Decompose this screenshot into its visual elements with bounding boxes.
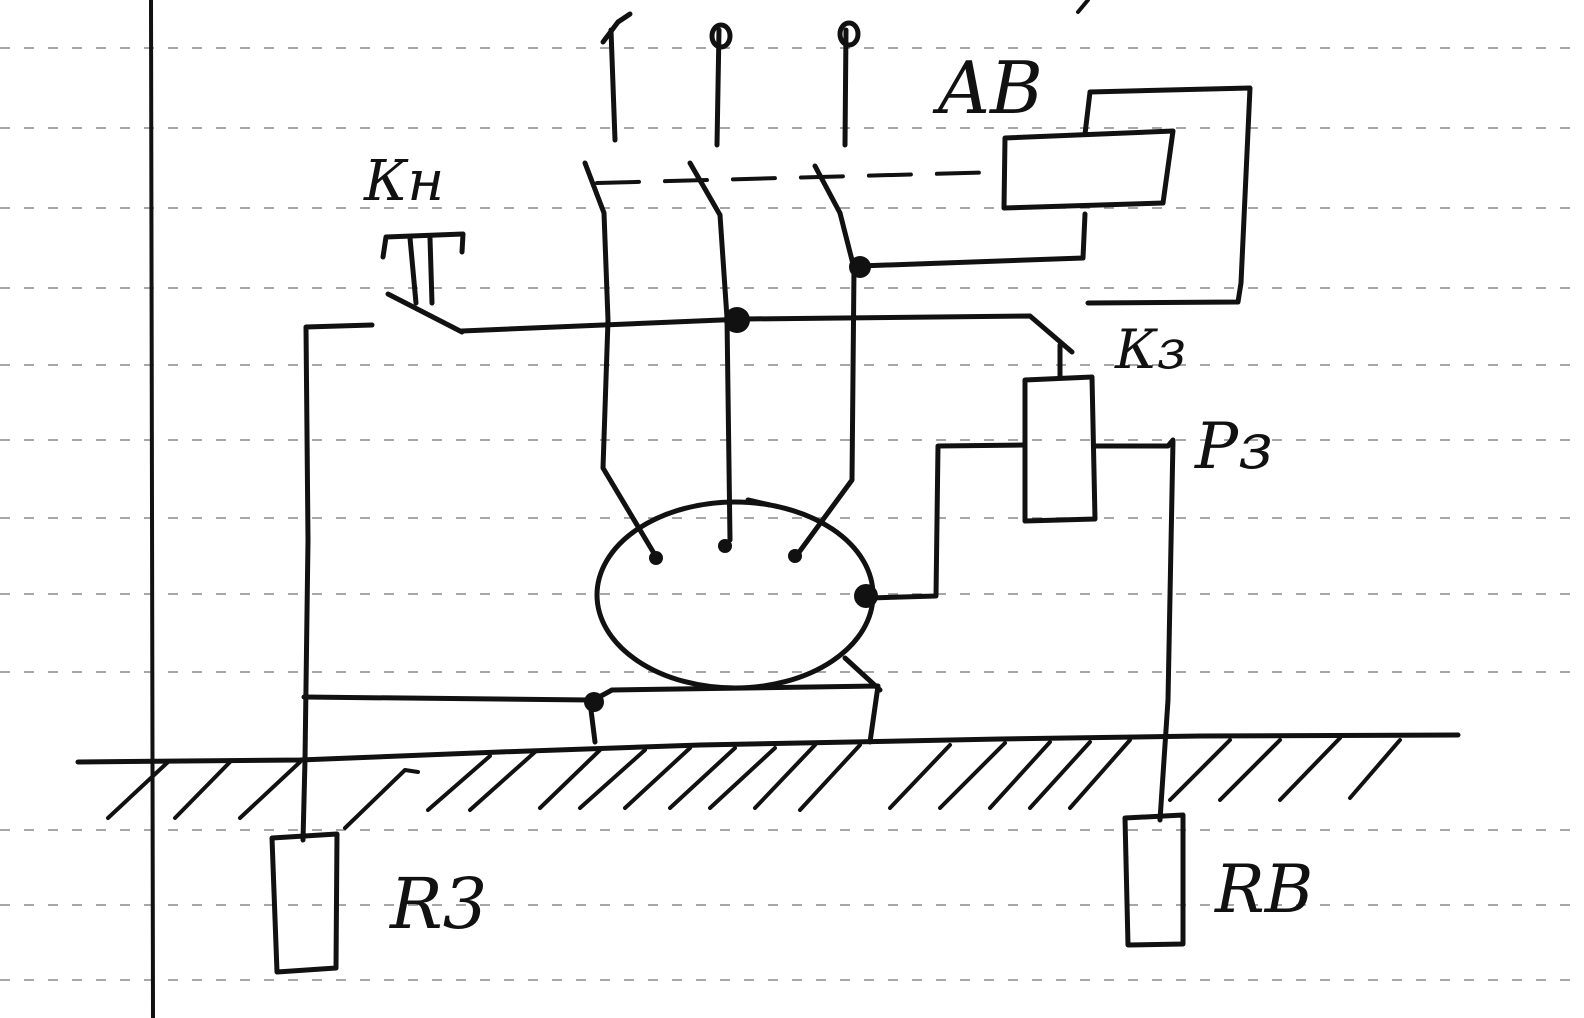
label-contact: Кз xyxy=(1114,318,1186,381)
junction-dots xyxy=(584,256,878,712)
relay xyxy=(867,342,1176,823)
label-relay: Рз xyxy=(1194,410,1273,484)
control-wire xyxy=(459,313,1075,355)
label-button: Кн xyxy=(363,149,444,214)
aux-resistor xyxy=(1122,812,1186,948)
margin-line xyxy=(149,0,155,1018)
label-ground-resistor: R3 xyxy=(388,863,487,945)
top-mark xyxy=(1076,0,1090,14)
ground-resistor xyxy=(269,831,340,975)
push-button xyxy=(380,231,466,335)
motor xyxy=(587,497,883,745)
label-breaker: AB xyxy=(932,46,1043,130)
breaker-contacts xyxy=(582,160,843,218)
ground-surface xyxy=(75,732,1461,830)
supply-terminals xyxy=(600,11,861,148)
breaker-linkage xyxy=(595,170,1005,185)
label-aux-resistor: RB xyxy=(1214,851,1313,928)
breaker-trip-unit xyxy=(857,85,1253,306)
grounding-bus xyxy=(301,694,593,703)
left-ground-wire xyxy=(300,322,375,843)
notebook-ruling xyxy=(0,47,1584,981)
